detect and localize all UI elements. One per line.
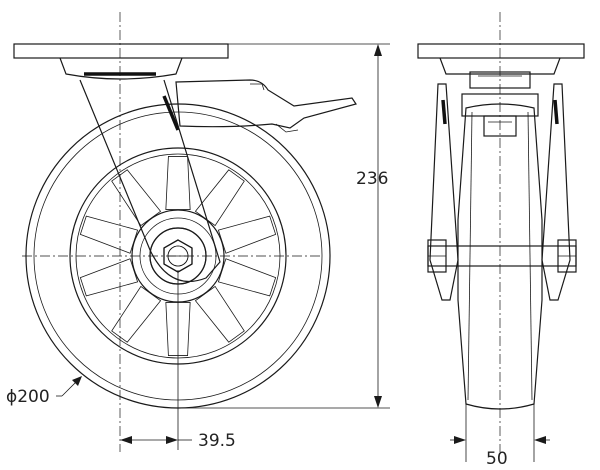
front-view: [417, 12, 585, 452]
brake-lever-detail: [250, 83, 299, 133]
height-arrow-top: [374, 44, 382, 56]
width-arrow-right: [534, 436, 546, 444]
wheel-spoke: [194, 285, 245, 343]
offset-label: 39.5: [198, 431, 236, 451]
wheel-spoke: [165, 156, 191, 210]
top-plate-front: [417, 43, 585, 59]
dimension-wheel-width: 50: [450, 404, 550, 469]
wheel-spoke: [194, 169, 245, 227]
front-wheel-edge-left: [467, 111, 473, 401]
front-fork-right-mark: [553, 99, 559, 125]
top-plate-side: [13, 43, 229, 59]
front-fork-left-mark: [441, 99, 447, 125]
front-wheel-edge-right: [527, 111, 533, 401]
height-arrow-bottom: [374, 396, 382, 408]
dimension-wheel-diameter: ϕ200: [6, 376, 82, 407]
front-brake-pad: [483, 115, 517, 137]
fork-brake-pivot-mark: [162, 95, 180, 131]
front-fork-left: [429, 83, 459, 301]
wheel-spoke: [79, 215, 139, 254]
swivel-housing: [59, 57, 183, 80]
front-king-pin-block: [469, 71, 531, 89]
brake-lever: [175, 79, 357, 129]
wheel-spoke: [217, 258, 277, 297]
wheel-diameter-label: ϕ200: [6, 387, 50, 407]
wheel-spoke: [111, 285, 162, 343]
dimension-offset: 39.5: [120, 270, 236, 451]
wheel-spoke: [165, 302, 191, 356]
front-axle: [427, 245, 577, 267]
side-view: [13, 12, 357, 452]
diameter-leader-arrow: [72, 376, 82, 386]
wheel-spoke: [79, 258, 139, 297]
offset-arrow-right: [166, 436, 178, 444]
width-arrow-left: [454, 436, 466, 444]
front-swivel-housing: [439, 57, 561, 75]
wheel-spoke: [217, 215, 277, 254]
dimension-total-height: 236: [178, 43, 390, 409]
total-height-label: 236: [356, 169, 388, 189]
offset-arrow-left: [120, 436, 132, 444]
fork-arm: [79, 79, 221, 283]
wheel-spokes: [79, 156, 277, 356]
wheel-width-label: 50: [486, 449, 508, 469]
wheel-spoke: [111, 169, 162, 227]
